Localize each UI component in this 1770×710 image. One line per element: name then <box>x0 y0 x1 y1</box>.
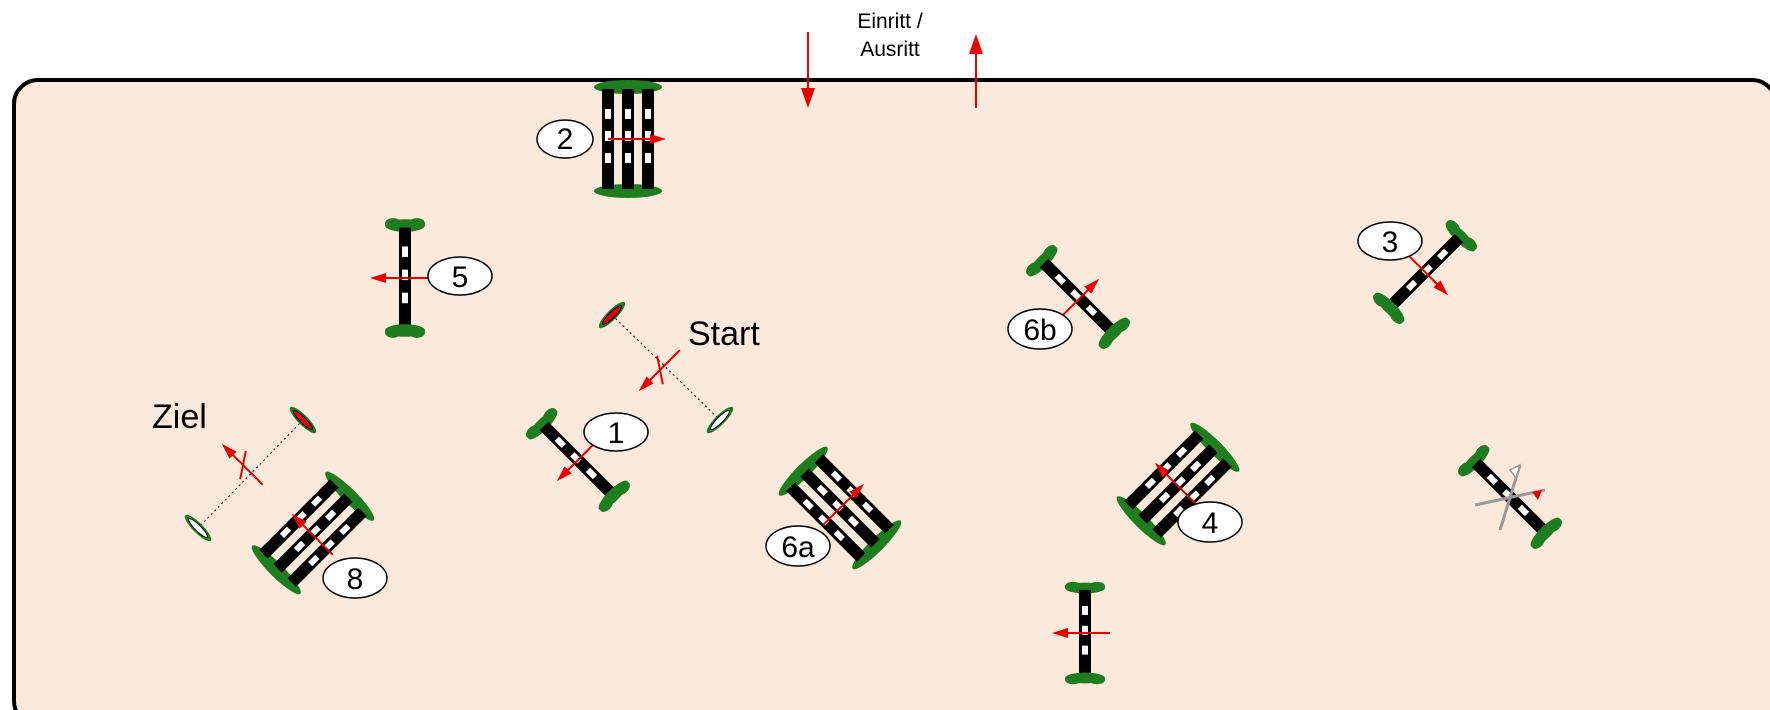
obstacle-4: 4 <box>1112 418 1244 550</box>
entrance-label-line2: Ausritt <box>860 38 920 61</box>
obstacle-4-number: 4 <box>1202 507 1219 540</box>
start-label: Start <box>688 315 760 353</box>
arena <box>12 78 1770 710</box>
obstacle-6a: 6a <box>765 442 906 574</box>
obstacle-2-number: 2 <box>557 123 574 156</box>
finish-line: Ziel <box>152 398 320 545</box>
obstacle-3-number: 3 <box>1382 226 1399 259</box>
obstacle-6a-number: 6a <box>781 531 815 564</box>
obstacle-3: 3 <box>1357 217 1480 327</box>
obstacle-5-number: 5 <box>452 261 469 294</box>
entrance-label-line1: Einritt / <box>857 10 923 33</box>
obstacle-5: 5 <box>369 218 493 338</box>
obstacle-8: 8 <box>247 467 388 599</box>
obstacle-1: 1 <box>523 405 649 515</box>
obstacle-1-number: 1 <box>608 417 625 450</box>
entry-arrow <box>801 32 815 108</box>
obstacle-6b-number: 6b <box>1023 314 1056 347</box>
finish-label: Ziel <box>152 398 207 436</box>
entrance-label: Einritt / Ausritt <box>800 8 980 64</box>
obstacle-6b: 6b <box>1007 242 1133 352</box>
obstacle-2: 2 <box>536 80 667 198</box>
obstacle-8-number: 8 <box>347 563 364 596</box>
obstacle-crossed-out <box>1455 442 1565 552</box>
exit-arrow <box>969 34 983 108</box>
start-line: Start <box>595 298 760 437</box>
